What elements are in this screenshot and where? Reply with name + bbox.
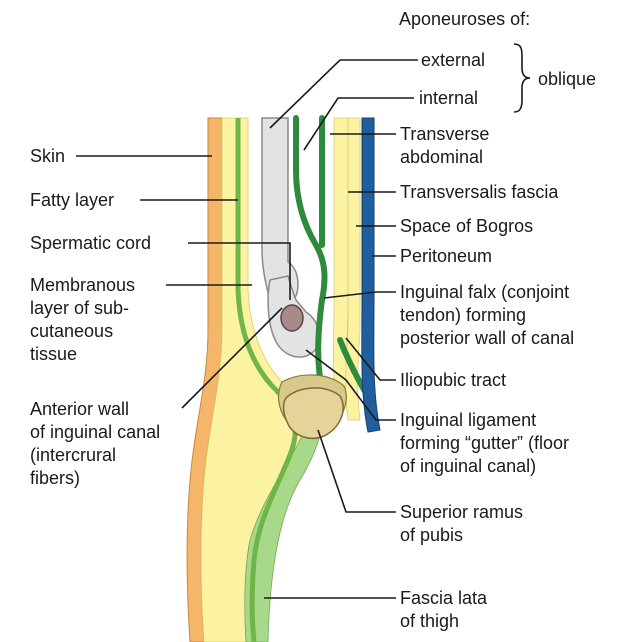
label-anterior-wall-line-2: of inguinal canal [30,422,160,442]
label-membranous-line-2: layer of sub- [30,298,129,318]
label-ramus-line-2: of pubis [400,525,463,545]
label-internal: internal [419,88,478,108]
label-anterior-wall-line-4: fibers) [30,468,80,488]
label-spermatic-cord: Spermatic cord [30,233,151,253]
label-oblique: oblique [538,69,596,89]
pubic-bone [284,388,344,438]
label-membranous-line-1: Membranous [30,275,135,295]
heading-aponeuroses: Aponeuroses of: [399,9,530,29]
label-transverse: Transverse abdominal [400,124,494,167]
label-anterior-wall: Anterior wall of inguinal canal (intercr… [30,399,165,488]
label-anterior-wall-line-3: (intercrural [30,445,116,465]
label-bogros: Space of Bogros [400,216,533,236]
label-external: external [421,50,485,70]
label-transversalis: Transversalis fascia [400,182,559,202]
label-transverse-line-2: abdominal [400,147,483,167]
leader-ramus [318,430,396,512]
oblique-brace [514,44,530,112]
label-transverse-line-1: Transverse [400,124,489,144]
label-fascia-lata-line-1: Fascia lata [400,588,488,608]
label-skin: Skin [30,146,65,166]
label-ligament-line-3: of inguinal canal) [400,456,536,476]
label-fatty-layer: Fatty layer [30,190,114,210]
label-falx-line-2: tendon) forming [400,305,526,325]
label-iliopubic: Iliopubic tract [400,370,506,390]
label-membranous-line-4: tissue [30,344,77,364]
label-falx-line-3: posterior wall of canal [400,328,574,348]
anatomy-layers [187,118,380,642]
label-ligament: Inguinal ligament forming “gutter” (floo… [400,410,574,476]
label-falx: Inguinal falx (conjoint tendon) forming … [400,282,574,348]
label-fascia-lata: Fascia lata of thigh [400,588,492,631]
label-membranous-line-3: cutaneous [30,321,113,341]
spermatic-cord-vessel [281,305,303,331]
label-ligament-line-2: forming “gutter” (floor [400,433,569,453]
label-fascia-lata-line-2: of thigh [400,611,459,631]
label-peritoneum: Peritoneum [400,246,492,266]
label-falx-line-1: Inguinal falx (conjoint [400,282,569,302]
label-anterior-wall-line-1: Anterior wall [30,399,129,419]
label-ligament-line-1: Inguinal ligament [400,410,536,430]
label-membranous: Membranous layer of sub- cutaneous tissu… [30,275,140,364]
label-ramus: Superior ramus of pubis [400,502,528,545]
label-ramus-line-1: Superior ramus [400,502,523,522]
peritoneum-shape [362,118,380,432]
